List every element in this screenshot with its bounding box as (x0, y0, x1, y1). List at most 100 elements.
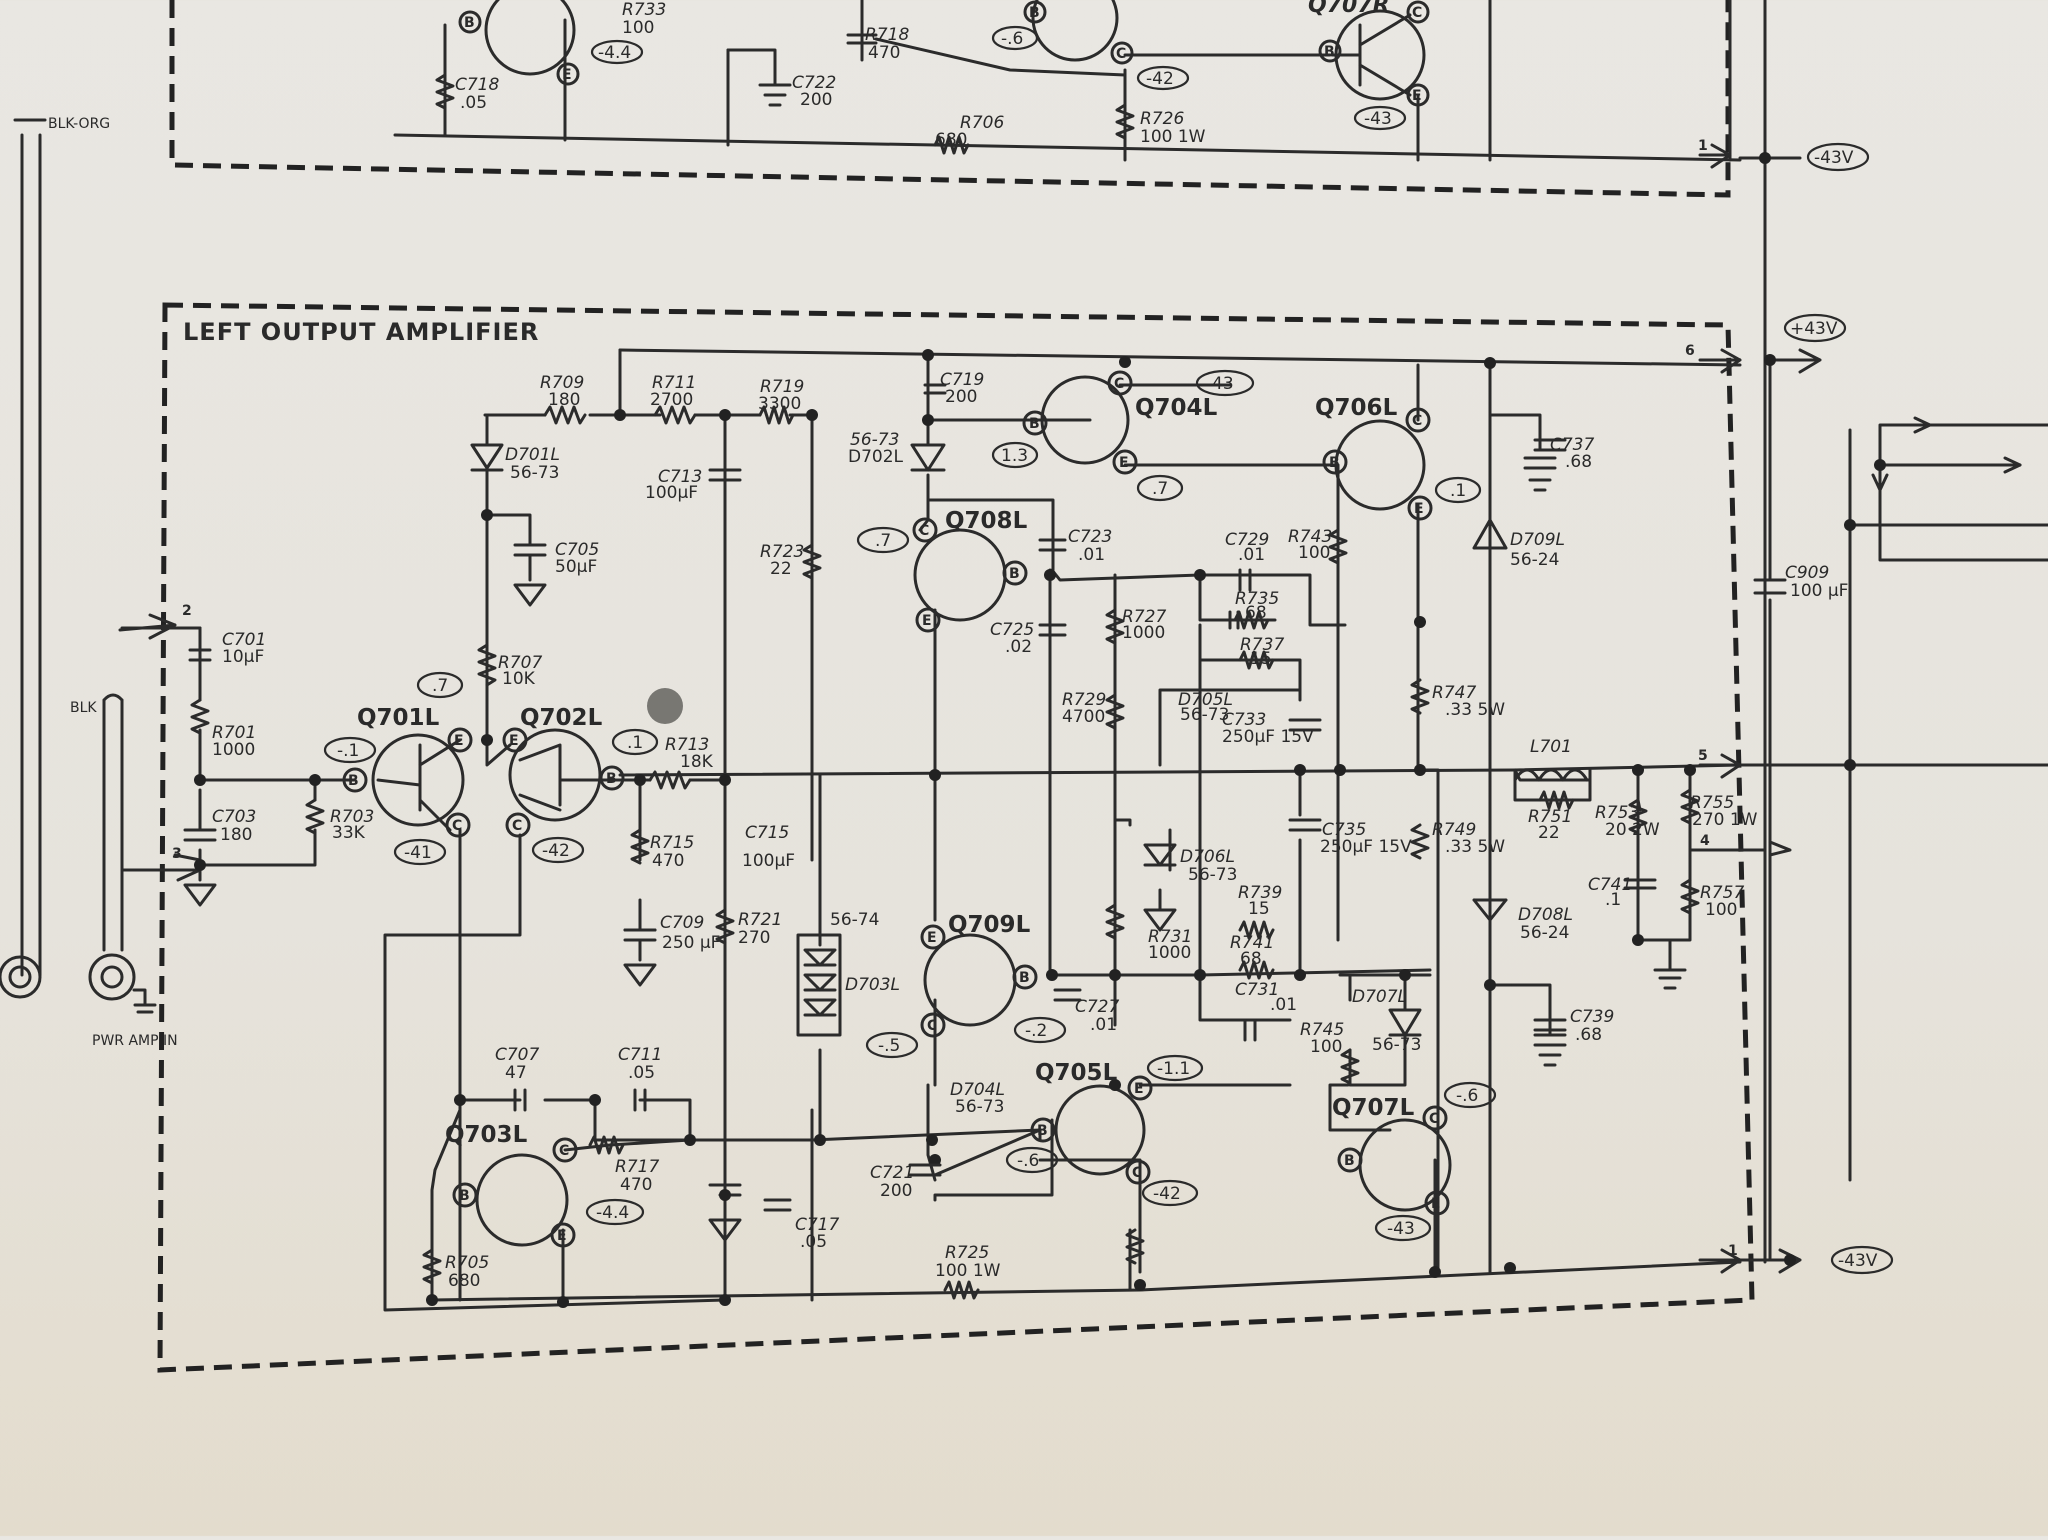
svg-text:D701L: D701L (505, 445, 560, 465)
left-amp-wiring: 5 6 4 1 +43V -43V (183, 313, 2048, 1312)
pin-4: 4 (1700, 833, 1710, 849)
q707r-label: Q707R (1308, 0, 1390, 18)
svg-text:100: 100 (1705, 900, 1737, 920)
svg-text:100 1W: 100 1W (935, 1261, 1001, 1281)
svg-text:E: E (1414, 501, 1424, 517)
svg-text:4700: 4700 (1062, 707, 1105, 727)
q705l-label: Q705L (1035, 1060, 1118, 1086)
svg-text:E: E (922, 613, 932, 629)
svg-text:-1.1: -1.1 (1157, 1059, 1190, 1079)
svg-text:B: B (459, 1188, 470, 1204)
svg-text:B: B (1329, 455, 1340, 471)
svg-text:R745: R745 (1300, 1020, 1344, 1040)
svg-text:R751: R751 (1528, 807, 1572, 827)
transistor-q701l (371, 733, 465, 827)
pin-5: 5 (1698, 748, 1708, 764)
svg-text:100: 100 (1298, 543, 1330, 563)
svg-text:C707: C707 (495, 1045, 540, 1065)
svg-text:R703: R703 (330, 807, 374, 827)
pos-rail (1783, 313, 1847, 343)
svg-text:680: 680 (448, 1271, 480, 1291)
q702l-label: Q702L (520, 705, 603, 731)
svg-text:C731: C731 (1235, 980, 1279, 1000)
svg-text:R749: R749 (1432, 820, 1476, 840)
svg-text:L701: L701 (1530, 737, 1572, 757)
svg-text:E: E (1431, 1196, 1441, 1212)
svg-text:68: 68 (1245, 603, 1267, 623)
svg-text:56-73: 56-73 (510, 463, 559, 483)
r718-ref: R733 (622, 0, 666, 20)
svg-text:20 2W: 20 2W (1605, 820, 1660, 840)
q707l-label: Q707L (1332, 1095, 1415, 1121)
svg-text:R735: R735 (1235, 589, 1279, 609)
svg-text:100µF: 100µF (742, 851, 795, 871)
svg-text:C737: C737 (1550, 435, 1595, 455)
svg-text:470: 470 (652, 851, 684, 871)
resistors (190, 73, 1700, 1300)
transistor-q705l (1054, 1084, 1146, 1176)
svg-text:B: B (1344, 1153, 1355, 1169)
svg-text:C741: C741 (1588, 875, 1632, 895)
svg-text:250 µF: 250 µF (662, 933, 720, 953)
svg-text:C: C (919, 523, 929, 539)
svg-text:.01: .01 (1270, 995, 1297, 1015)
transistor-q704l (1040, 375, 1130, 465)
pin-1-top: 1 (1698, 138, 1708, 154)
svg-text:-.1: -.1 (337, 741, 359, 761)
q704l-label: Q704L (1135, 395, 1218, 421)
blk-label: BLK (70, 700, 97, 716)
v-top-1: -4.4 (598, 43, 631, 63)
svg-text:56-73: 56-73 (1180, 705, 1229, 725)
neg-rail-top-label: -43V (1814, 148, 1854, 168)
svg-text:.01: .01 (1238, 545, 1265, 565)
svg-text:R707: R707 (498, 653, 542, 673)
svg-text:R705: R705 (445, 1253, 489, 1273)
svg-text:D703L: D703L (845, 975, 900, 995)
svg-text:C729: C729 (1225, 530, 1269, 550)
svg-text:200: 200 (880, 1181, 912, 1201)
top-amplifier-box (169, 0, 1731, 198)
pin-3: 3 (172, 846, 182, 862)
svg-text:.01: .01 (1090, 1015, 1117, 1035)
q703l-label: Q703L (445, 1122, 528, 1148)
svg-text:180: 180 (548, 390, 580, 410)
svg-text:C739: C739 (1570, 1007, 1614, 1027)
svg-text:.05: .05 (628, 1063, 655, 1083)
svg-text:.1: .1 (1605, 890, 1621, 910)
c718-ref: C722 (792, 73, 836, 93)
q709l-label: Q709L (948, 912, 1031, 938)
svg-text:56-73: 56-73 (1188, 865, 1237, 885)
svg-text:C713: C713 (658, 467, 702, 487)
svg-text:.1: .1 (627, 733, 643, 753)
svg-text:R711: R711 (652, 373, 696, 393)
q701l-label: Q701L (357, 705, 440, 731)
neg-rail-top (1806, 142, 1870, 172)
terminal-b: B (464, 15, 475, 31)
svg-text:56-24: 56-24 (1510, 550, 1559, 570)
svg-text:.33 5W: .33 5W (1445, 700, 1505, 720)
r706-val: .05 (460, 93, 487, 113)
svg-text:56-74: 56-74 (830, 910, 879, 930)
svg-text:22: 22 (1538, 823, 1560, 843)
svg-text:-.6: -.6 (1456, 1086, 1478, 1106)
svg-text:.01: .01 (1078, 545, 1105, 565)
svg-text:D708L: D708L (1518, 905, 1573, 925)
svg-text:R753: R753 (1595, 803, 1639, 823)
svg-text:C711: C711 (618, 1045, 662, 1065)
q706l-label: Q706L (1315, 395, 1398, 421)
svg-text:R721: R721 (738, 910, 782, 930)
svg-text:250µF 15V: 250µF 15V (1222, 727, 1314, 747)
svg-text:R727: R727 (1122, 607, 1166, 627)
svg-text:B: B (1029, 416, 1040, 432)
svg-text:C: C (559, 1143, 569, 1159)
transistor-q706l (1334, 419, 1426, 511)
svg-text:50µF: 50µF (555, 557, 597, 577)
svg-text:1.3: 1.3 (1001, 446, 1028, 466)
svg-text:D705L: D705L (1178, 690, 1233, 710)
svg-text:D702L: D702L (848, 447, 904, 467)
svg-text:B: B (606, 771, 617, 787)
svg-text:E: E (1134, 1081, 1144, 1097)
svg-text:100µF: 100µF (645, 483, 698, 503)
